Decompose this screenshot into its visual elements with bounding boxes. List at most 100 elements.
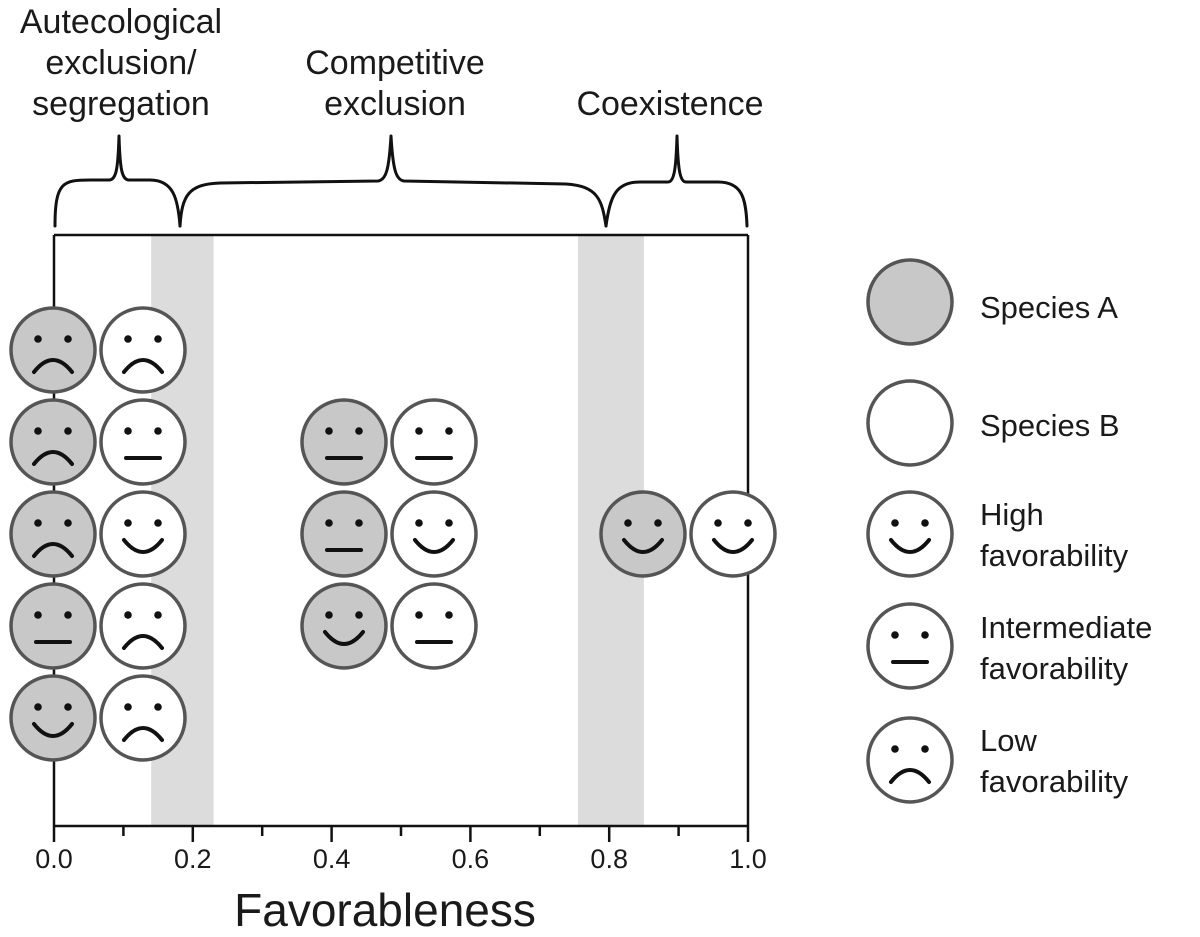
left-eye bbox=[34, 427, 42, 435]
face-circle bbox=[689, 490, 777, 578]
face-circle bbox=[866, 258, 954, 346]
face-circle bbox=[866, 379, 954, 467]
left-eye bbox=[34, 335, 42, 343]
face-circle bbox=[9, 306, 97, 394]
tick-label: 0.6 bbox=[452, 844, 490, 874]
right-eye bbox=[355, 427, 363, 435]
right-eye bbox=[921, 631, 929, 639]
right-eye bbox=[154, 335, 162, 343]
left-eye bbox=[415, 519, 423, 527]
legend-species-b-icon bbox=[866, 379, 954, 467]
species-b-face-low-icon bbox=[99, 582, 187, 670]
legend: Species A Species B High favorability In… bbox=[866, 258, 1152, 804]
species-b-face-intermediate-icon bbox=[390, 582, 478, 670]
face-circle bbox=[390, 490, 478, 578]
mouth bbox=[712, 538, 754, 554]
right-eye bbox=[64, 427, 72, 435]
species-face-pairs bbox=[9, 306, 777, 762]
species-b-face-high-icon bbox=[689, 490, 777, 578]
right-eye bbox=[154, 611, 162, 619]
mouth bbox=[122, 634, 164, 650]
mouth bbox=[323, 630, 365, 646]
right-eye bbox=[921, 745, 929, 753]
face-circle bbox=[300, 398, 388, 486]
right-eye bbox=[921, 519, 929, 527]
region-label-autecological-line1: Autecological bbox=[20, 3, 222, 41]
face-circle bbox=[9, 490, 97, 578]
legend-species-a-icon bbox=[866, 258, 954, 346]
region-label-competitive-line2: exclusion bbox=[324, 85, 466, 123]
species-b-face-high-icon bbox=[99, 490, 187, 578]
right-eye bbox=[64, 335, 72, 343]
species-a-face-intermediate-icon bbox=[300, 398, 388, 486]
right-eye bbox=[64, 703, 72, 711]
legend-intermediate-label-line1: Intermediate bbox=[980, 610, 1152, 645]
face-circle bbox=[866, 602, 954, 690]
face-circle bbox=[9, 398, 97, 486]
frown-face-icon bbox=[866, 716, 954, 804]
right-eye bbox=[64, 611, 72, 619]
species-a-face-low-icon bbox=[9, 398, 97, 486]
species-a-face-high-icon bbox=[599, 490, 687, 578]
tick-label: 0.2 bbox=[174, 844, 212, 874]
face-circle bbox=[866, 716, 954, 804]
right-eye bbox=[445, 611, 453, 619]
neutral-face-icon bbox=[866, 602, 954, 690]
legend-high-label-line2: favorability bbox=[980, 538, 1129, 573]
right-eye bbox=[355, 519, 363, 527]
face-circle bbox=[866, 490, 954, 578]
right-eye bbox=[445, 427, 453, 435]
region-label-coexistence: Coexistence bbox=[576, 85, 763, 123]
left-eye bbox=[124, 335, 132, 343]
species-a-face-low-icon bbox=[9, 306, 97, 394]
left-eye bbox=[325, 519, 333, 527]
smile-face-icon bbox=[866, 490, 954, 578]
brace-autecological bbox=[53, 134, 182, 228]
x-axis-ticks bbox=[52, 826, 750, 842]
face-circle bbox=[599, 490, 687, 578]
left-eye bbox=[34, 519, 42, 527]
left-eye bbox=[891, 631, 899, 639]
left-eye bbox=[325, 427, 333, 435]
mouth bbox=[32, 542, 74, 558]
face-circle bbox=[99, 398, 187, 486]
face-circle bbox=[300, 490, 388, 578]
region-label-autecological-line2: exclusion/ bbox=[45, 44, 197, 82]
region-label-autecological-line3: segregation bbox=[32, 85, 210, 123]
species-a-face-high-icon bbox=[300, 582, 388, 670]
face-circle bbox=[99, 674, 187, 762]
right-eye bbox=[154, 427, 162, 435]
face-circle bbox=[390, 398, 478, 486]
legend-species-a-label: Species A bbox=[980, 290, 1118, 325]
right-eye bbox=[154, 519, 162, 527]
x-axis-title: Favorableness bbox=[234, 884, 536, 936]
tick-label: 0.8 bbox=[590, 844, 628, 874]
left-eye bbox=[124, 703, 132, 711]
legend-low-label-line1: Low bbox=[980, 723, 1037, 758]
species-a-face-low-icon bbox=[9, 490, 97, 578]
face-circle bbox=[390, 582, 478, 670]
mouth bbox=[32, 450, 74, 466]
species-b-face-low-icon bbox=[99, 674, 187, 762]
face-circle bbox=[9, 582, 97, 670]
species-b-face-low-icon bbox=[99, 306, 187, 394]
tick-label: 0.0 bbox=[35, 844, 73, 874]
brace-coexistence bbox=[604, 134, 749, 228]
mouth bbox=[622, 538, 664, 554]
legend-low-label-line2: favorability bbox=[980, 764, 1129, 799]
left-eye bbox=[124, 519, 132, 527]
right-eye bbox=[744, 519, 752, 527]
left-eye bbox=[714, 519, 722, 527]
face-circle bbox=[9, 674, 97, 762]
legend-species-b-label: Species B bbox=[980, 408, 1120, 443]
legend-intermediate-label-line2: favorability bbox=[980, 651, 1129, 686]
left-eye bbox=[415, 611, 423, 619]
mouth bbox=[122, 358, 164, 374]
right-eye bbox=[355, 611, 363, 619]
face-circle bbox=[99, 582, 187, 670]
face-circle bbox=[99, 490, 187, 578]
left-eye bbox=[325, 611, 333, 619]
species-b-face-high-icon bbox=[390, 490, 478, 578]
mouth bbox=[122, 726, 164, 742]
